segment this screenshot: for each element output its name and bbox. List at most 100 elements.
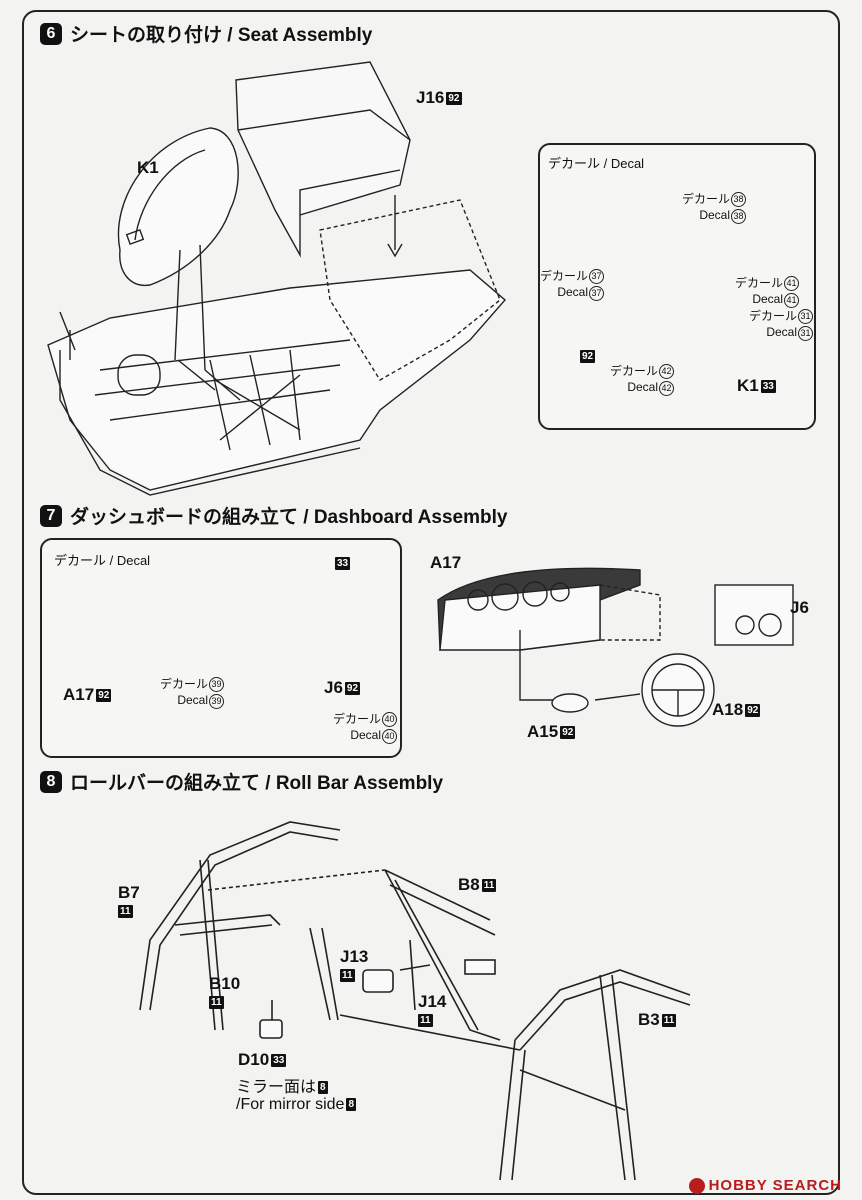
d10-tag: 33	[271, 1054, 287, 1068]
b3-text: B3	[638, 1010, 660, 1029]
d10-text: D10	[238, 1050, 270, 1069]
decal-38-jp: デカール	[682, 192, 731, 206]
b7-text: B7	[118, 883, 140, 902]
decal-40-en: Decal	[350, 728, 382, 743]
decal-31-num2: 31	[798, 325, 814, 341]
j16-tag: 92	[446, 92, 462, 106]
decal-box7-j6-tag: 92	[344, 682, 361, 696]
step8-title: ロールバーの組み立て / Roll Bar Assembly	[70, 773, 444, 794]
decal-box7-tag-33: 33	[335, 557, 351, 570]
a15-tag: 92	[560, 726, 576, 740]
a18-text: A18	[712, 700, 744, 719]
b8-tag: 11	[481, 879, 497, 893]
decal-38-num2: 38	[731, 208, 747, 224]
step7-header: 7 ダッシュボードの組み立て / Dashboard Assembly	[40, 502, 507, 529]
j13-text: J13	[340, 947, 369, 966]
b8-text: B8	[458, 875, 480, 894]
decal-40-jp: デカール	[333, 712, 382, 726]
mirror-jp-tag: 8	[318, 1081, 328, 1095]
b10-tag: 11	[209, 996, 224, 1010]
decal-38-en: Decal	[699, 208, 731, 223]
step6-number: 6	[40, 22, 62, 45]
step6-header: 6 シートの取り付け / Seat Assembly	[40, 20, 372, 47]
decal-41-jp: デカール	[735, 276, 784, 290]
decal-42-num2: 42	[659, 380, 675, 396]
step7-decal-box: デカール / Decal	[40, 538, 402, 758]
label-k1: K1	[137, 158, 159, 177]
decal-41-en: Decal	[752, 292, 784, 307]
rollbar-drawing	[139, 821, 691, 1181]
j14-text: J14	[418, 992, 447, 1011]
decal-42-jp: デカール	[610, 364, 659, 378]
j13-tag: 11	[340, 969, 355, 983]
decal-40-num2: 40	[382, 728, 398, 744]
j16-text: J16	[416, 88, 445, 107]
b3-tag: 11	[661, 1014, 677, 1028]
j14-tag: 11	[418, 1014, 433, 1028]
decal-37-jp: デカール	[540, 269, 589, 283]
b10-text: B10	[209, 974, 241, 993]
decal-box-tag-92: 92	[580, 350, 596, 363]
cover-j16-drawing	[235, 61, 501, 381]
decal-40-num: 40	[382, 712, 398, 728]
a15-text: A15	[527, 722, 559, 741]
decal-box7-a17-text: A17	[63, 685, 95, 704]
decal-37-en: Decal	[557, 285, 589, 300]
label-j6: J6	[790, 598, 809, 617]
decal-31-num: 31	[798, 309, 814, 325]
decal-31-en: Decal	[766, 325, 798, 340]
decal-box7-j6-text: J6	[324, 678, 343, 697]
step6-decal-title: デカール / Decal	[548, 156, 645, 171]
step8-number: 8	[40, 770, 62, 793]
watermark-text: HOBBY SEARCH	[708, 1177, 842, 1194]
decal-box7-a17-tag: 92	[96, 689, 112, 703]
decal-37-num2: 37	[589, 285, 605, 301]
dashboard-drawing	[437, 567, 794, 727]
watermark-logo-icon	[688, 1177, 705, 1194]
a18-tag: 92	[745, 704, 761, 718]
page-border	[22, 10, 840, 1195]
decal-39-en: Decal	[177, 693, 209, 708]
b7-tag: 11	[118, 905, 133, 919]
mirror-jp-text: ミラー面は	[236, 1079, 317, 1096]
decal-37-num: 37	[589, 269, 605, 285]
step6-title: シートの取り付け / Seat Assembly	[70, 25, 373, 46]
mirror-en-text: /For mirror side	[236, 1096, 345, 1113]
decal-39-num: 39	[209, 677, 225, 693]
decal-39-jp: デカール	[160, 677, 209, 691]
decal-42-num: 42	[659, 364, 675, 380]
decal-41-num: 41	[784, 276, 800, 292]
step7-decal-title: デカール / Decal	[54, 553, 151, 568]
seat-k1-drawing	[117, 127, 241, 401]
decal-42-en: Decal	[627, 380, 659, 395]
step8-header: 8 ロールバーの組み立て / Roll Bar Assembly	[40, 768, 443, 795]
decal-38-num: 38	[731, 192, 747, 208]
step7-title: ダッシュボードの組み立て / Dashboard Assembly	[70, 507, 508, 528]
decal-39-num2: 39	[209, 693, 225, 709]
step7-number: 7	[40, 504, 62, 527]
decal-box-k1-text: K1	[737, 376, 759, 395]
decal-box-k1-tag: 33	[760, 380, 776, 394]
label-a17: A17	[430, 553, 462, 572]
